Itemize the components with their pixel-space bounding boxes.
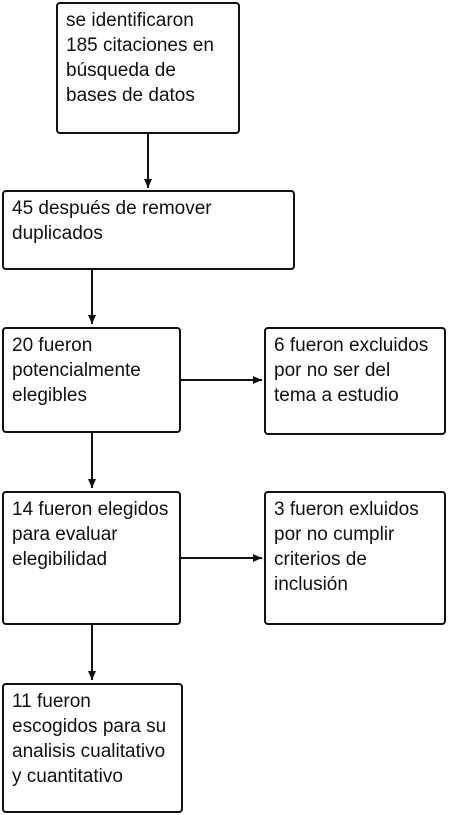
box-included-studies-text: 11 fueron escogidos para su analisis cua… (12, 691, 167, 787)
box-identified-records-text: se identificaron 185 citaciones en búsqu… (66, 10, 214, 106)
box-excluded-criteria-text: 3 fueron exluidos por no cumplir criteri… (274, 499, 419, 595)
box-identified-records: se identificaron 185 citaciones en búsqu… (56, 2, 240, 134)
box-potentially-eligible: 20 fueron potencialmente elegibles (2, 327, 181, 433)
box-after-duplicates: 45 después de remover duplicados (2, 190, 295, 270)
box-potentially-eligible-text: 20 fueron potencialmente elegibles (12, 335, 141, 406)
box-excluded-topic-text: 6 fueron excluidos por no ser del tema a… (274, 335, 429, 406)
box-eligibility-assessed-text: 14 fueron elegidos para evaluar elegibil… (12, 499, 169, 570)
box-excluded-topic: 6 fueron excluidos por no ser del tema a… (264, 327, 446, 435)
box-after-duplicates-text: 45 después de remover duplicados (12, 198, 212, 244)
box-eligibility-assessed: 14 fueron elegidos para evaluar elegibil… (2, 491, 181, 625)
box-included-studies: 11 fueron escogidos para su analisis cua… (2, 683, 183, 813)
box-excluded-criteria: 3 fueron exluidos por no cumplir criteri… (264, 491, 446, 625)
